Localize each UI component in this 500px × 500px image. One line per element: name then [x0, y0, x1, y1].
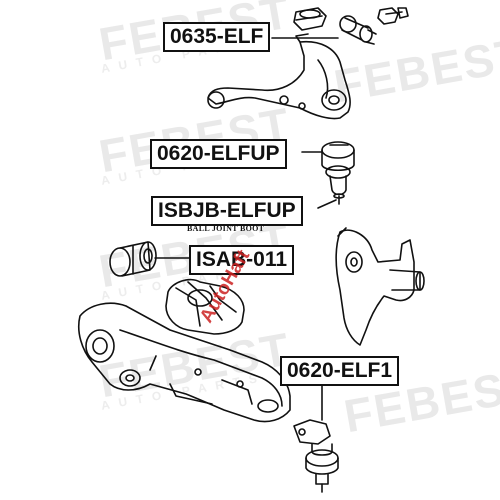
part-label-lower-ball-joint: 0620-ELF1 [280, 356, 400, 386]
part-label-ball-joint-boot: ISBJB-ELFUP [151, 196, 303, 226]
part-label-lower-arm-bushing: ISAB-011 [189, 245, 295, 275]
part-label-upper-arm: 0635-ELF [163, 22, 271, 52]
part-sublabel-ball-joint-boot: BALL JOINT BOOT [187, 224, 265, 233]
ball-joint-boot-icon [165, 278, 245, 335]
steering-knuckle-icon [335, 227, 425, 346]
part-label-upper-ball-joint: 0620-ELFUP [150, 139, 287, 169]
leader-line [317, 199, 337, 209]
nut-icon [293, 7, 327, 31]
small-nut-icon [377, 7, 409, 25]
upper-control-arm-icon [207, 33, 351, 120]
lower-ball-joint-icon [293, 419, 339, 493]
lower-control-arm-icon [77, 302, 291, 423]
upper-bushing-icon [339, 15, 377, 45]
lower-arm-bushing-icon [109, 241, 157, 277]
upper-ball-joint-icon [321, 141, 355, 205]
